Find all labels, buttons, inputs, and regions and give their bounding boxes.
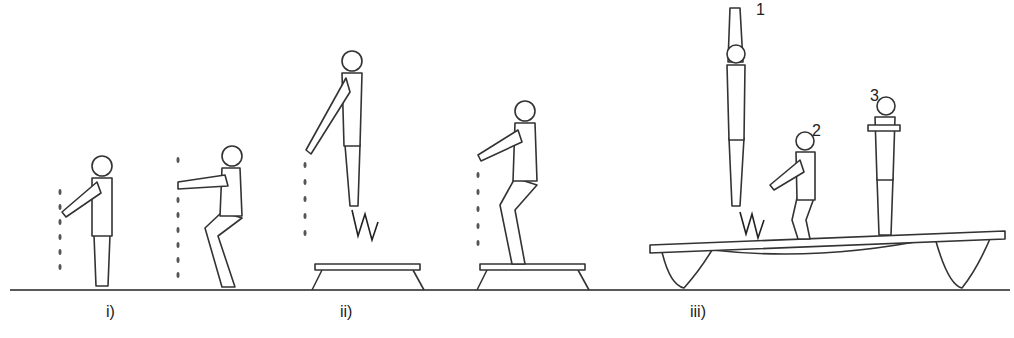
gymnast-head bbox=[727, 45, 745, 63]
trampoline-leg bbox=[578, 270, 589, 290]
trail-dot bbox=[59, 234, 62, 240]
trail-dot bbox=[304, 213, 307, 219]
gymnast-legs bbox=[94, 235, 110, 286]
trail-dot bbox=[177, 242, 180, 248]
gymnast-legs bbox=[205, 212, 242, 287]
trail-dot bbox=[304, 179, 307, 185]
trail-dot bbox=[59, 264, 62, 270]
gymnast-arm bbox=[306, 78, 350, 154]
trampoline-leg bbox=[477, 270, 487, 290]
trail-dot bbox=[59, 204, 62, 210]
gymnast-head bbox=[342, 51, 362, 71]
gymnast-arms bbox=[868, 125, 900, 131]
gymnast-arm bbox=[770, 160, 804, 190]
trail-dot bbox=[177, 212, 180, 218]
gymnast-head bbox=[877, 97, 895, 115]
landing-gymnast bbox=[478, 101, 537, 264]
trail-dot bbox=[177, 272, 180, 278]
jumping-gymnast bbox=[306, 51, 362, 206]
trail-dot bbox=[304, 230, 307, 236]
squatting-gymnast bbox=[178, 146, 242, 287]
gymnast-head bbox=[796, 132, 814, 150]
mini-trampoline bbox=[312, 264, 424, 290]
gymnast-arm bbox=[178, 175, 228, 189]
trail-dot bbox=[177, 257, 180, 263]
bending-gymnast bbox=[770, 132, 815, 239]
panel-label: iii) bbox=[690, 304, 706, 320]
trail-dot bbox=[304, 162, 307, 168]
floor-line bbox=[10, 289, 1010, 291]
trampoline-leg bbox=[413, 270, 424, 290]
trail-dot bbox=[477, 189, 480, 195]
trail-dot bbox=[177, 197, 180, 203]
trail-dot bbox=[477, 223, 480, 229]
trail-dot bbox=[477, 240, 480, 246]
trail-dot bbox=[177, 157, 180, 163]
trail-dot bbox=[177, 227, 180, 233]
trampoline-frame bbox=[662, 250, 712, 288]
gymnast-legs bbox=[345, 145, 360, 206]
callout-number: 2 bbox=[812, 123, 821, 139]
trail-dot bbox=[59, 219, 62, 225]
callout-number: 3 bbox=[870, 88, 879, 104]
motion-trail bbox=[477, 172, 480, 246]
trail-dot bbox=[477, 206, 480, 212]
trail-dot bbox=[304, 196, 307, 202]
trail-dot bbox=[59, 189, 62, 195]
gymnast-head bbox=[515, 101, 535, 121]
panel-label: i) bbox=[106, 304, 115, 320]
flying-gymnast bbox=[727, 8, 745, 206]
gymnast-head bbox=[92, 156, 112, 176]
gymnast-legs bbox=[729, 138, 744, 206]
panel-label: ii) bbox=[340, 304, 352, 320]
trampoline-bed bbox=[650, 231, 1005, 253]
gymnast-legs bbox=[877, 178, 893, 235]
trail-dot bbox=[477, 172, 480, 178]
gymnast-head bbox=[222, 146, 242, 166]
mini-trampoline bbox=[477, 264, 589, 290]
trampoline-bed bbox=[315, 264, 420, 270]
callout-number: 1 bbox=[756, 2, 765, 18]
gymnast-arm bbox=[62, 182, 101, 217]
bounce-zigzag bbox=[740, 212, 764, 238]
large-trampoline bbox=[650, 231, 1005, 288]
gymnast-torso bbox=[727, 65, 745, 140]
gymnast-arm bbox=[478, 130, 522, 161]
motion-trail bbox=[59, 189, 62, 270]
gymnast-legs bbox=[792, 198, 814, 239]
gymnast-legs bbox=[500, 178, 537, 264]
motion-trail bbox=[177, 157, 180, 278]
trail-dot bbox=[59, 249, 62, 255]
standing-gymnast bbox=[62, 156, 112, 286]
trampoline-bed bbox=[480, 264, 585, 270]
standing-gymnast bbox=[868, 97, 900, 235]
bounce-zigzag bbox=[352, 210, 378, 240]
trampoline-leg bbox=[312, 270, 322, 290]
motion-trail bbox=[304, 162, 307, 236]
